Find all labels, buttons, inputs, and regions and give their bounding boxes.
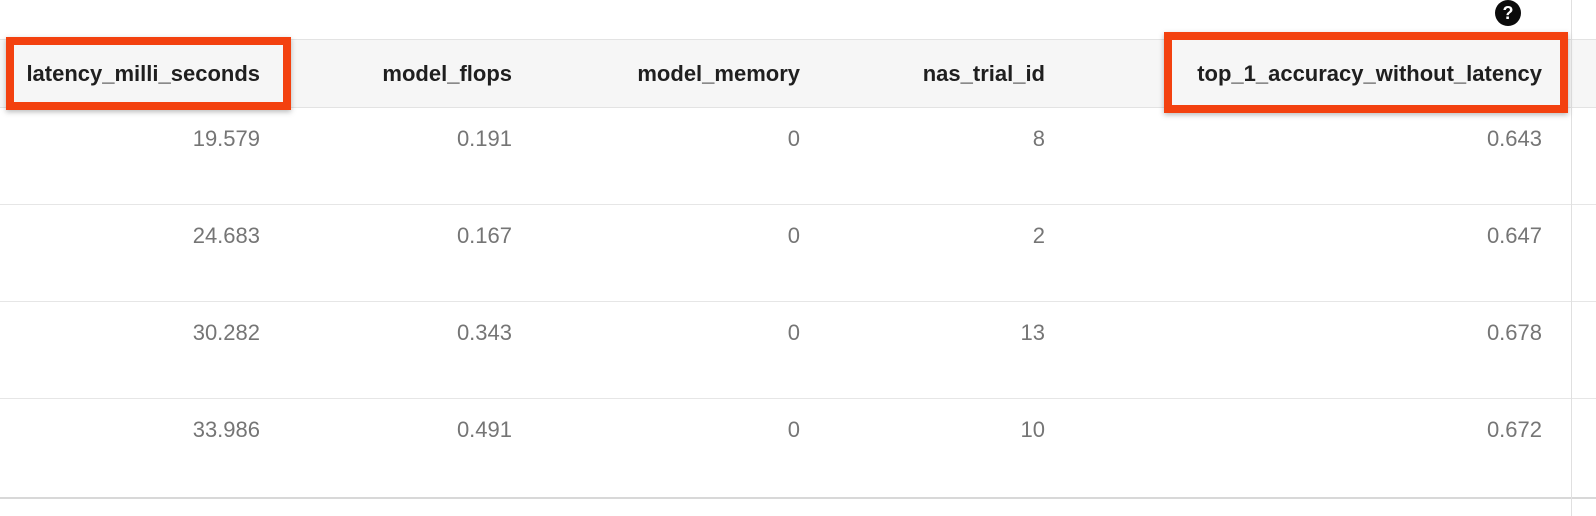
cell-latency_milli_seconds: 19.579	[0, 107, 276, 205]
cell-partial	[276, 498, 528, 512]
column-header-model_memory[interactable]: model_memory	[528, 39, 816, 108]
table-row-partial	[0, 498, 1596, 512]
cell-nas_trial_id: 8	[816, 107, 1061, 205]
column-header-latency_milli_seconds[interactable]: latency_milli_seconds	[0, 39, 276, 108]
table-right-border	[1571, 0, 1572, 516]
cell-nas_trial_id: 2	[816, 204, 1061, 302]
cell-top_1_accuracy_without_latency: 0.672	[1061, 398, 1572, 499]
cell-partial	[0, 498, 276, 512]
cell-model_flops: 0.343	[276, 301, 528, 399]
cell-cutoff	[1572, 301, 1596, 399]
cell-latency_milli_seconds: 24.683	[0, 204, 276, 302]
cell-model_flops: 0.167	[276, 204, 528, 302]
cell-cutoff	[1572, 398, 1596, 499]
cell-partial	[528, 498, 816, 512]
cell-nas_trial_id: 13	[816, 301, 1061, 399]
cell-partial	[1061, 498, 1572, 512]
cell-cutoff	[1572, 107, 1596, 205]
column-header-model_flops[interactable]: model_flops	[276, 39, 528, 108]
cell-model_memory: 0	[528, 398, 816, 499]
cell-top_1_accuracy_without_latency: 0.647	[1061, 204, 1572, 302]
cell-model_memory: 0	[528, 107, 816, 205]
cell-latency_milli_seconds: 30.282	[0, 301, 276, 399]
cell-model_memory: 0	[528, 301, 816, 399]
cell-nas_trial_id: 10	[816, 398, 1061, 499]
cell-partial	[816, 498, 1061, 512]
cell-cutoff	[1572, 204, 1596, 302]
cell-model_flops: 0.191	[276, 107, 528, 205]
cell-partial	[1572, 498, 1596, 512]
column-header-nas_trial_id[interactable]: nas_trial_id	[816, 39, 1061, 108]
cell-top_1_accuracy_without_latency: 0.643	[1061, 107, 1572, 205]
column-header-cutoff	[1572, 39, 1596, 108]
cell-model_memory: 0	[528, 204, 816, 302]
column-header-top_1_accuracy_without_latency[interactable]: top_1_accuracy_without_latency	[1061, 39, 1572, 108]
cell-model_flops: 0.491	[276, 398, 528, 499]
cell-top_1_accuracy_without_latency: 0.678	[1061, 301, 1572, 399]
help-icon[interactable]: ?	[1495, 0, 1521, 26]
cell-latency_milli_seconds: 33.986	[0, 398, 276, 499]
